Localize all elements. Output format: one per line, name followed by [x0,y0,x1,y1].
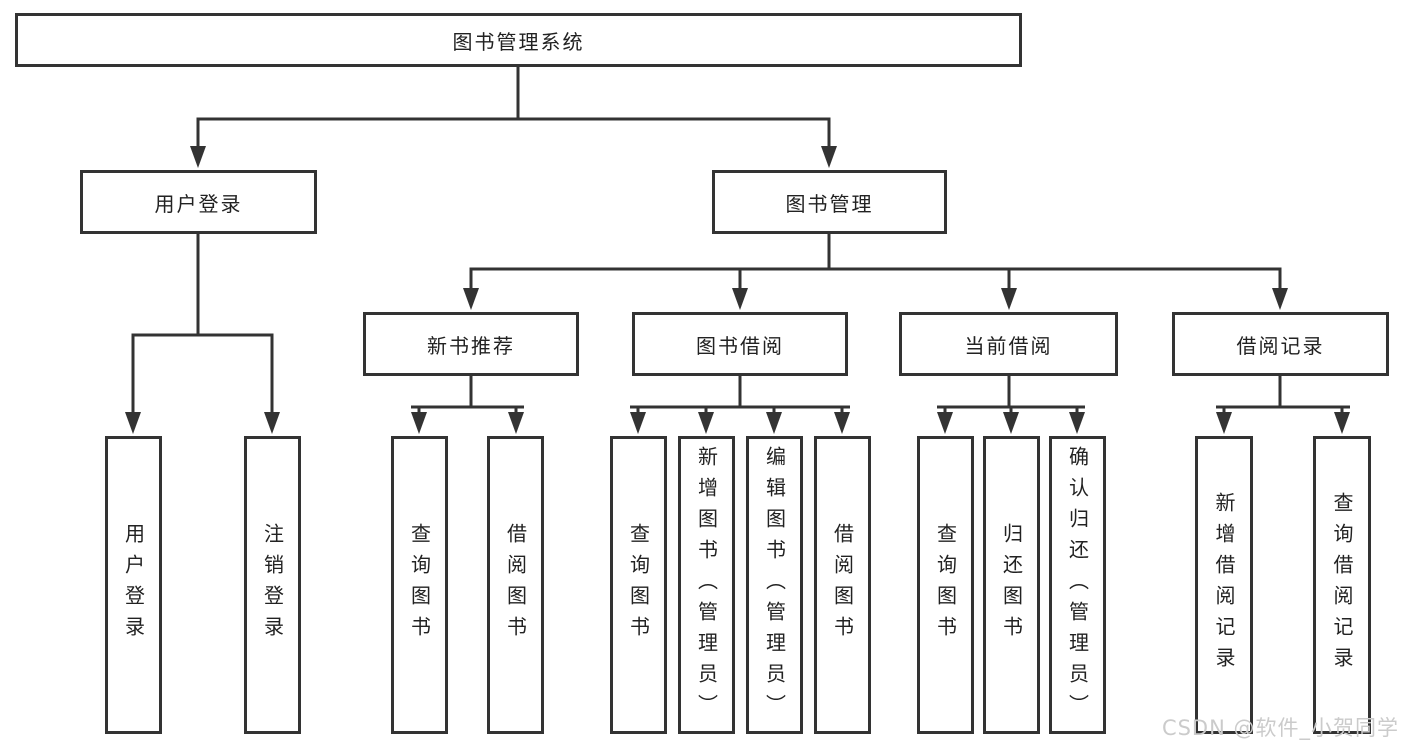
node-book-management: 图书管理 [712,170,947,234]
node-book-management-system: 图书管理系统 [15,13,1022,67]
node-query-borrow-record: 查询借阅记录 [1313,436,1371,734]
node-new-book-recommendation: 新书推荐 [363,312,579,376]
node-label: 查询图书 [626,523,651,647]
node-confirm-return-admin: 确认归还（管理员） [1049,436,1106,734]
node-label: 查询图书 [407,523,432,647]
node-current-query-books: 查询图书 [917,436,974,734]
node-edit-books-admin: 编辑图书（管理员） [746,436,803,734]
node-borrowing-borrow-books: 借阅图书 [814,436,871,734]
node-label: 新增图书（管理员） [694,445,719,725]
node-borrowing-records: 借阅记录 [1172,312,1389,376]
node-current-borrowing: 当前借阅 [899,312,1118,376]
node-recommend-query-books: 查询图书 [391,436,448,734]
node-label: 注销登录 [260,523,285,647]
node-user-login: 用户登录 [80,170,317,234]
node-logout: 注销登录 [244,436,301,734]
node-book-borrowing: 图书借阅 [632,312,848,376]
node-label: 新增借阅记录 [1212,492,1236,678]
node-label: 归还图书 [999,523,1024,647]
node-user-login-leaf: 用户登录 [105,436,162,734]
node-label: 用户登录 [121,523,146,647]
node-label: 编辑图书（管理员） [762,445,787,725]
node-borrowing-query-books: 查询图书 [610,436,667,734]
node-label: 查询图书 [933,523,958,647]
node-return-books: 归还图书 [983,436,1040,734]
node-label: 借阅图书 [503,523,528,647]
node-add-borrow-record: 新增借阅记录 [1195,436,1253,734]
node-add-books-admin: 新增图书（管理员） [678,436,735,734]
node-label: 查询借阅记录 [1330,492,1354,678]
node-recommend-borrow-books: 借阅图书 [487,436,544,734]
node-label: 借阅图书 [830,523,855,647]
node-label: 确认归还（管理员） [1065,445,1090,725]
